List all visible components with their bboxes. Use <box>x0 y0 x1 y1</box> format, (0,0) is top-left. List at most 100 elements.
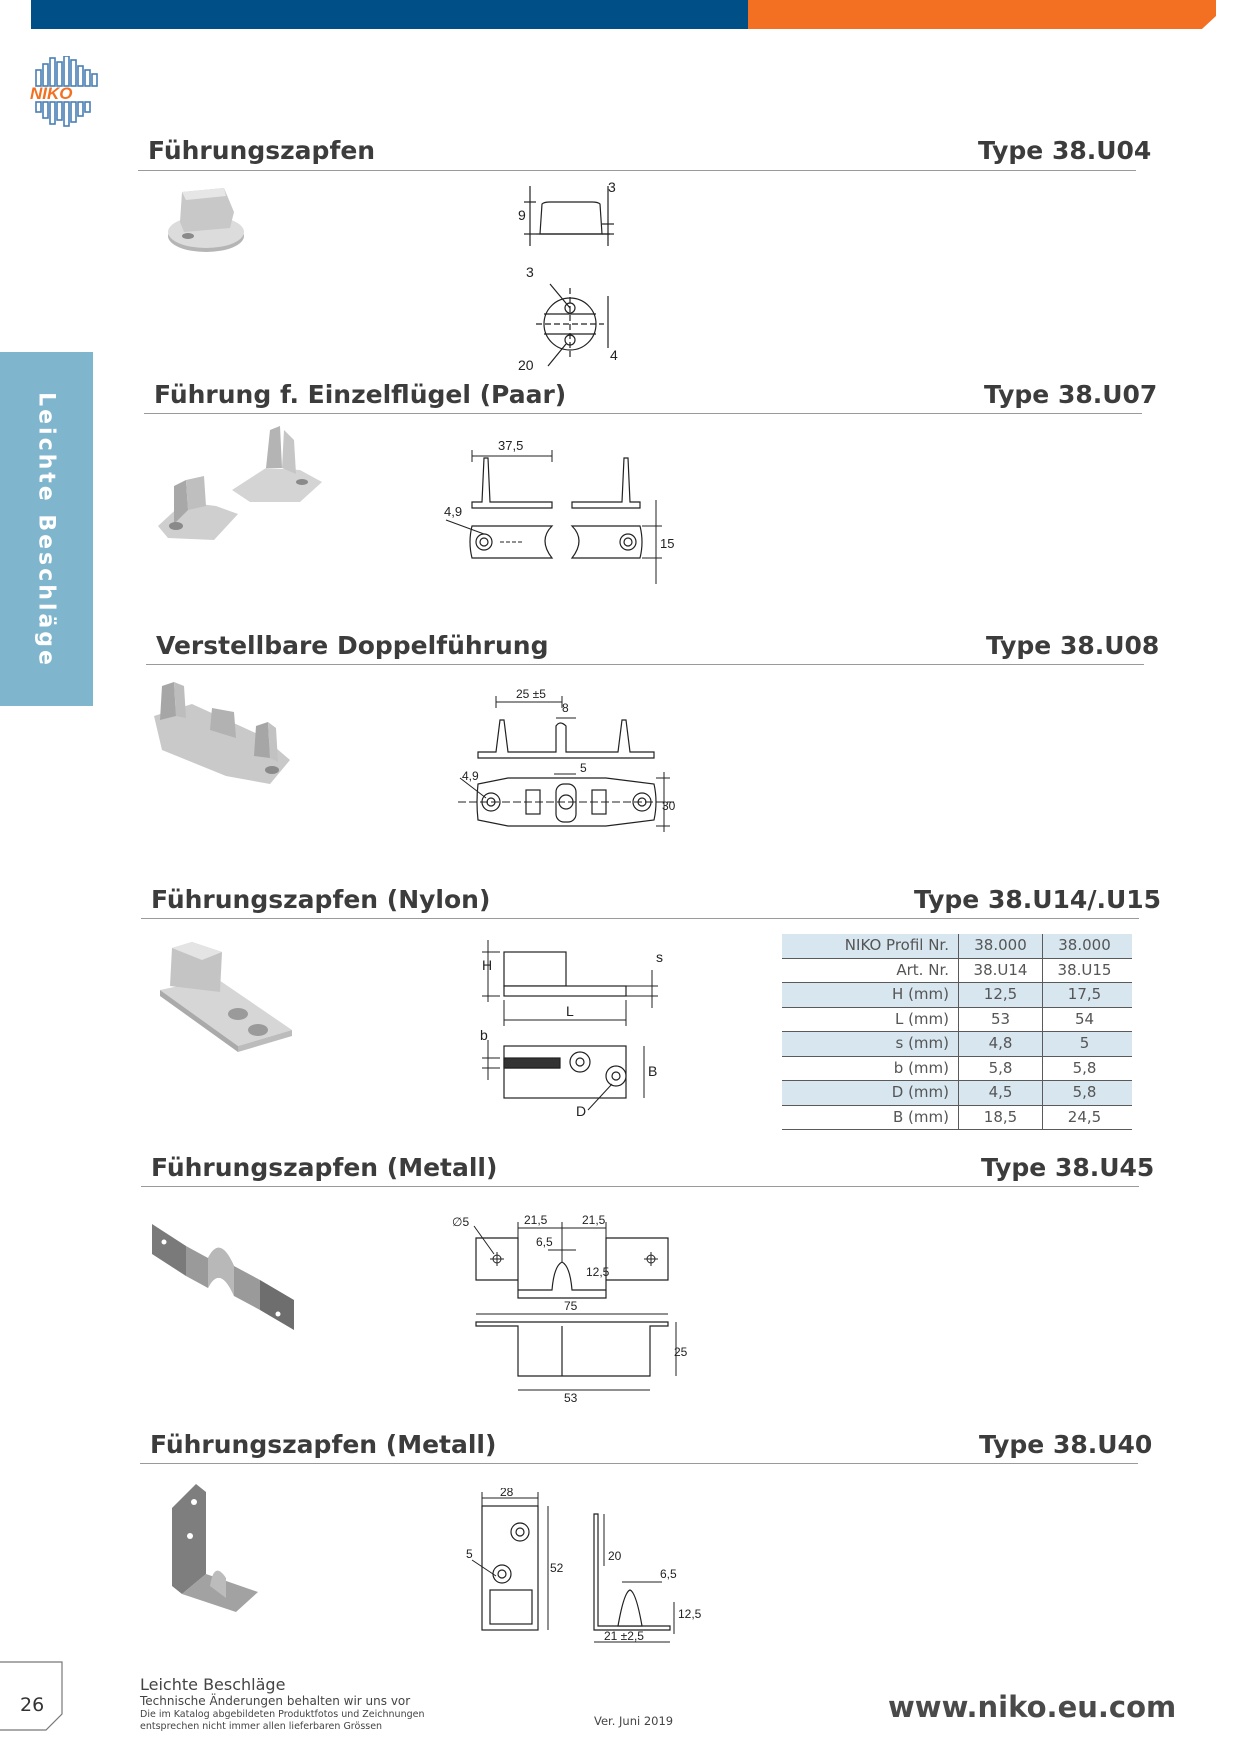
svg-text:L: L <box>566 1003 574 1019</box>
table-cell: 24,5 <box>1042 1105 1126 1129</box>
table-row: s (mm) 4,8 5 <box>782 1032 1132 1057</box>
page-number-bracket <box>0 1661 63 1731</box>
table-row: NIKO Profil Nr. 38.000 38.000 <box>782 934 1132 959</box>
table-cell: 18,5 <box>958 1105 1042 1129</box>
svg-text:5: 5 <box>466 1547 473 1561</box>
svg-text:21,5: 21,5 <box>582 1213 606 1227</box>
drawing-u07: 37,5 4,9 15 <box>444 438 674 584</box>
table-cell: 5,8 <box>1042 1081 1126 1105</box>
product-photo-u04 <box>168 188 244 252</box>
svg-text:8: 8 <box>562 701 569 715</box>
svg-text:4,9: 4,9 <box>444 504 462 519</box>
svg-text:21 ±2,5: 21 ±2,5 <box>604 1629 644 1643</box>
svg-text:b: b <box>480 1027 488 1043</box>
table-row: H (mm) 12,5 17,5 <box>782 983 1132 1008</box>
table-cell-label: B (mm) <box>893 1107 949 1126</box>
footer-disclaimer: Die im Katalog abgebildeten Produktfotos… <box>140 1709 425 1733</box>
header-bar-blue <box>31 0 748 29</box>
side-tab <box>0 352 93 706</box>
svg-text:12,5: 12,5 <box>678 1607 702 1621</box>
table-cell-label: s (mm) <box>895 1034 949 1052</box>
table-cell-label: NIKO Profil Nr. <box>844 936 949 954</box>
table-cell-label: Art. Nr. <box>896 960 949 979</box>
table-row: Art. Nr. 38.U14 38.U15 <box>782 958 1132 983</box>
section-3-type: Type 38.U08 <box>986 631 1160 660</box>
table-row: D (mm) 4,5 5,8 <box>782 1081 1132 1106</box>
drawing-u04: 3 9 3 20 4 <box>518 179 618 372</box>
svg-text:21,5: 21,5 <box>524 1213 548 1227</box>
table-cell-label: b (mm) <box>893 1058 949 1077</box>
svg-text:28: 28 <box>500 1488 514 1499</box>
product-photo-u07 <box>158 426 322 540</box>
table-cell: 54 <box>1042 1007 1126 1031</box>
section-4-rule <box>141 918 1139 919</box>
svg-text:6,5: 6,5 <box>660 1567 677 1581</box>
table-cell: 12,5 <box>958 983 1042 1007</box>
svg-text:52: 52 <box>550 1561 564 1575</box>
section-3-rule <box>146 664 1144 665</box>
side-tab-label: Leichte Beschläge <box>33 392 59 668</box>
table-cell: 38.U14 <box>958 958 1042 982</box>
section-2-type: Type 38.U07 <box>984 380 1158 409</box>
section-5-title: Führungszapfen (Metall) <box>151 1153 498 1182</box>
drawing-u08: 25 ±5 8 5 4,9 30 <box>458 687 676 832</box>
svg-text:25: 25 <box>674 1345 688 1359</box>
footer-title: Leichte Beschläge <box>140 1675 286 1694</box>
table-cell: 4,8 <box>958 1032 1042 1056</box>
table-cell: 38.U15 <box>1042 958 1126 982</box>
section-2-title: Führung f. Einzelflügel (Paar) <box>154 380 567 409</box>
product-photo-u45 <box>152 1224 294 1330</box>
svg-text:4,9: 4,9 <box>462 769 479 783</box>
svg-text:B: B <box>648 1063 657 1079</box>
table-row: B (mm) 18,5 24,5 <box>782 1105 1132 1130</box>
svg-text:∅5: ∅5 <box>452 1215 469 1229</box>
section-6-type: Type 38.U40 <box>979 1430 1153 1459</box>
svg-text:25 ±5: 25 ±5 <box>516 687 546 701</box>
svg-text:5: 5 <box>580 761 587 775</box>
table-cell-label: L (mm) <box>894 1009 949 1028</box>
drawing-u40: 28 5 52 20 6,5 12,5 21 ±2,5 <box>466 1488 702 1643</box>
section-3-title: Verstellbare Doppelführung <box>156 631 549 660</box>
table-cell: 38.000 <box>1042 934 1126 958</box>
section-2-rule <box>144 413 1142 414</box>
product-photo-u40 <box>172 1484 258 1612</box>
svg-text:3: 3 <box>608 179 616 195</box>
footer-disclaimer-line: entsprechen nicht immer allen lieferbare… <box>140 1721 383 1732</box>
svg-text:37,5: 37,5 <box>498 438 523 453</box>
section-4-type: Type 38.U14/.U15 <box>914 885 1162 914</box>
svg-text:15: 15 <box>660 536 674 551</box>
svg-text:6,5: 6,5 <box>536 1235 553 1249</box>
svg-text:9: 9 <box>518 207 526 223</box>
drawing-u45: ∅5 21,5 21,5 6,5 12,5 75 25 53 <box>452 1213 688 1405</box>
footer-website-link[interactable]: www.niko.eu.com <box>888 1690 1177 1724</box>
svg-text:30: 30 <box>662 799 676 813</box>
table-cell-label: D (mm) <box>891 1083 949 1101</box>
table-row: L (mm) 53 54 <box>782 1007 1132 1032</box>
table-cell: 17,5 <box>1042 983 1126 1007</box>
svg-text:20: 20 <box>608 1549 622 1563</box>
section-6-title: Führungszapfen (Metall) <box>150 1430 497 1459</box>
table-cell: 5,8 <box>958 1056 1042 1080</box>
svg-text:4: 4 <box>610 347 618 363</box>
section-1-type: Type 38.U04 <box>978 136 1152 165</box>
footer-version: Ver. Juni 2019 <box>594 1714 674 1728</box>
svg-text:53: 53 <box>564 1391 578 1405</box>
page-number: 26 <box>20 1694 45 1716</box>
header-bar-orange <box>748 0 1216 29</box>
section-1-title: Führungszapfen <box>148 136 376 165</box>
svg-text:NIKO: NIKO <box>30 84 73 103</box>
table-cell: 5,8 <box>1042 1056 1126 1080</box>
table-cell-label: H (mm) <box>892 985 949 1003</box>
section-6-rule <box>140 1463 1138 1464</box>
section-1-rule <box>138 170 1136 171</box>
table-cell: 5 <box>1042 1032 1126 1056</box>
table-cell: 4,5 <box>958 1081 1042 1105</box>
footer-disclaimer-line: Die im Katalog abgebildeten Produktfotos… <box>140 1709 425 1720</box>
svg-text:12,5: 12,5 <box>586 1265 610 1279</box>
svg-text:20: 20 <box>518 357 534 372</box>
table-cell: 38.000 <box>958 934 1042 958</box>
drawing-u14: H s L b B D <box>480 940 663 1119</box>
svg-text:s: s <box>656 949 663 965</box>
table-row: b (mm) 5,8 5,8 <box>782 1056 1132 1081</box>
section-5-rule <box>141 1186 1139 1187</box>
